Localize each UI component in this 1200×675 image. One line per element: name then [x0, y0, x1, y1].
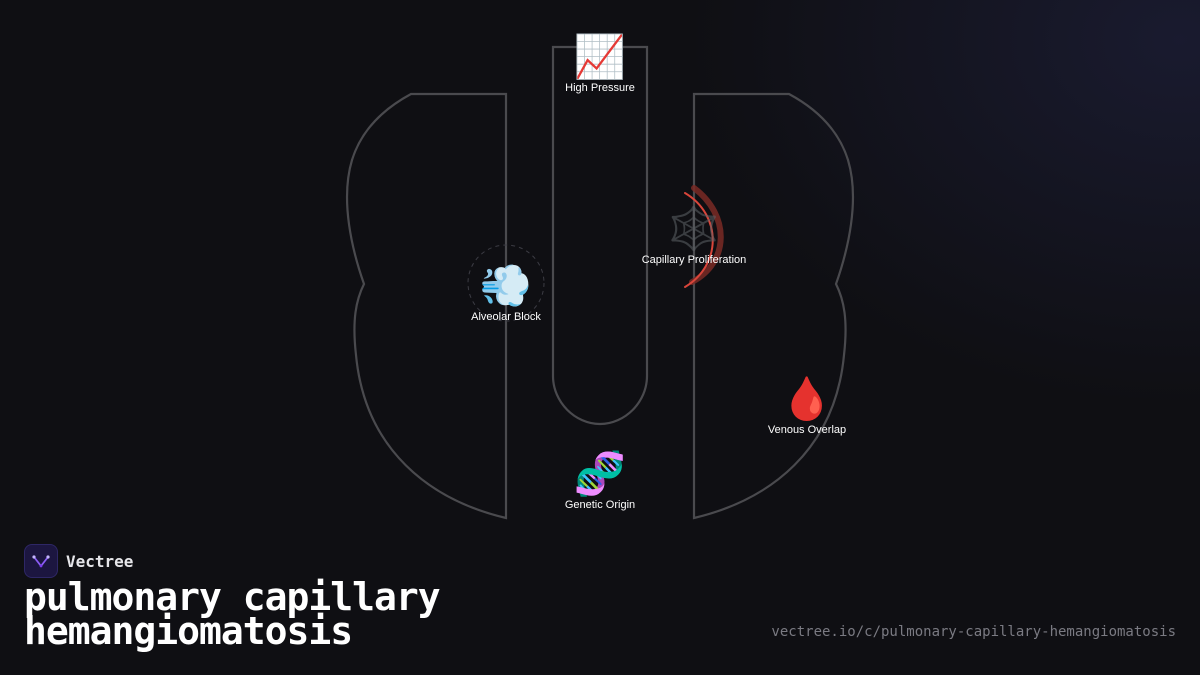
blood-drop-icon: 🩸	[780, 374, 834, 423]
brand-name: Vectree	[66, 551, 134, 571]
trachea-outline	[551, 45, 649, 426]
brand: Vectree	[24, 544, 133, 578]
node-venous-overlap: 🩸 Venous Overlap	[767, 374, 847, 437]
left-lung-outline	[346, 92, 508, 520]
dash-wind-icon: 💨	[479, 261, 533, 310]
vectree-logo-icon	[24, 544, 58, 578]
pressure-arc-outer	[689, 185, 724, 285]
node-label: Capillary Proliferation	[641, 254, 747, 266]
node-label: Venous Overlap	[767, 424, 847, 436]
pressure-arc-inner	[684, 192, 714, 288]
dna-icon: 🧬	[573, 449, 627, 498]
node-high-pressure: 📈 High Pressure	[565, 32, 635, 95]
node-genetic-origin: 🧬 Genetic Origin	[564, 449, 636, 512]
page-title: pulmonary capillary hemangiomatosis	[24, 575, 441, 653]
node-label: High Pressure	[565, 82, 635, 94]
title-line-2: hemangiomatosis	[24, 609, 353, 653]
alveolar-dashed-ring	[467, 244, 545, 322]
node-alveolar-block: 💨 Alveolar Block	[471, 261, 541, 324]
node-label: Alveolar Block	[471, 311, 541, 323]
chart-increasing-icon: 📈	[573, 32, 627, 81]
spider-web-icon: 🕸️	[667, 204, 721, 253]
node-capillary-proliferation: 🕸️ Capillary Proliferation	[641, 204, 747, 267]
right-lung-outline	[692, 92, 854, 520]
title-line-1: pulmonary capillary	[24, 575, 441, 619]
page-url[interactable]: vectree.io/c/pulmonary-capillary-hemangi…	[771, 624, 1176, 640]
node-label: Genetic Origin	[564, 499, 636, 511]
